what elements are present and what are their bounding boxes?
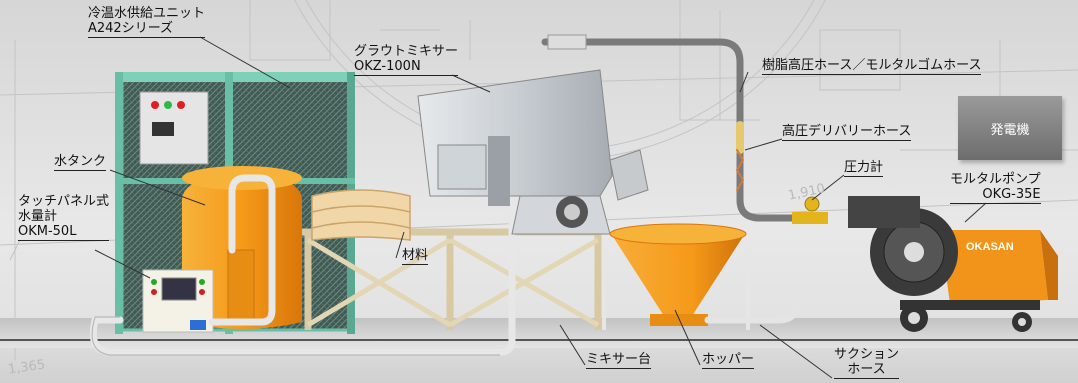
label-water-meter-line1: タッチパネル式 — [18, 194, 110, 209]
label-material-text: 材料 — [402, 248, 429, 265]
label-hopper-text: ホッパー — [702, 352, 755, 369]
hopper-shape — [602, 223, 750, 330]
label-water-supply-unit-line1: 冷温水供給ユニット — [88, 6, 206, 21]
label-water-supply-unit: 冷温水供給ユニット A242シリーズ — [88, 6, 206, 38]
label-mortar-pump-line1: モルタルポンプ — [950, 172, 1041, 187]
pump-brand: OKASAN — [966, 241, 1014, 253]
water-pipes — [89, 84, 516, 356]
label-water-meter-line2: 水量計 — [18, 209, 58, 224]
water-meter-shape — [142, 269, 214, 333]
label-water-tank-text: 水タンク — [54, 154, 107, 171]
suction-hose-shape — [704, 284, 864, 324]
main-hose-shape — [541, 34, 804, 222]
label-delivery-hose: 高圧デリバリーホース — [782, 124, 912, 141]
label-mixer-stand: ミキサー台 — [586, 352, 652, 369]
leader-lines — [94, 36, 987, 379]
label-mixer-stand-text: ミキサー台 — [586, 352, 652, 369]
label-suction-hose-line1: サクション — [834, 347, 900, 362]
material-bags — [311, 189, 411, 241]
label-pressure-gauge-text: 圧力計 — [844, 160, 884, 177]
mortar-pump-shape: OKASAN — [848, 196, 1058, 332]
label-material: 材料 — [402, 248, 429, 265]
label-grout-mixer: グラウトミキサー OKZ-100N — [354, 44, 459, 76]
generator-label: 発電機 — [990, 122, 1030, 138]
label-suction-hose: サクション ホース — [834, 347, 900, 379]
label-delivery-hose-text: 高圧デリバリーホース — [782, 124, 912, 141]
label-water-meter-line3: OKM-50L — [18, 224, 110, 241]
pressure-gauge-shape — [792, 196, 828, 224]
label-pressure-gauge: 圧力計 — [844, 160, 884, 177]
label-water-tank: 水タンク — [54, 154, 107, 171]
generator-box: 発電機 — [958, 96, 1062, 160]
label-hopper: ホッパー — [702, 352, 755, 369]
label-main-hose-text: 樹脂高圧ホース／モルタルゴムホース — [762, 58, 982, 75]
label-mortar-pump-line2: OKG-35E — [950, 187, 1041, 204]
label-mortar-pump: モルタルポンプ OKG-35E — [950, 172, 1041, 204]
label-water-meter: タッチパネル式 水量計 OKM-50L — [18, 194, 110, 241]
grout-mixer-shape — [417, 69, 649, 235]
label-grout-mixer-line1: グラウトミキサー — [354, 44, 459, 59]
label-grout-mixer-line2: OKZ-100N — [354, 59, 459, 76]
label-water-supply-unit-line2: A242シリーズ — [88, 21, 206, 38]
label-suction-hose-line2: ホース — [834, 362, 900, 379]
label-main-hose: 樹脂高圧ホース／モルタルゴムホース — [762, 58, 982, 75]
